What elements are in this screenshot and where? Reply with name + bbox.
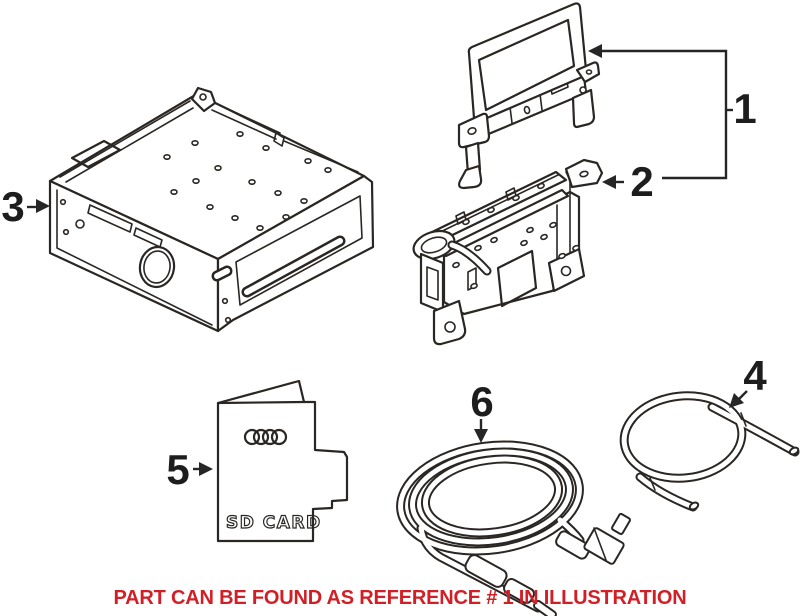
arrow-to-sd-card xyxy=(199,462,213,476)
arrow-to-display xyxy=(588,44,602,58)
looped-cable-drawing xyxy=(619,391,800,512)
audi-rings-icon xyxy=(243,428,288,446)
connector-cable-drawing xyxy=(396,440,631,616)
ref-label-1: 1 xyxy=(733,85,756,132)
ref-label-5: 5 xyxy=(166,446,189,493)
bracket-holes xyxy=(452,182,580,290)
arrow-to-looped-cable xyxy=(729,393,744,408)
display-screen-drawing xyxy=(457,2,601,190)
ref-label-3: 3 xyxy=(1,183,24,230)
mounting-bracket-drawing xyxy=(412,158,604,346)
ref-label-2: 2 xyxy=(630,158,653,205)
ref-label-4: 4 xyxy=(743,352,767,399)
ref-label-6: 6 xyxy=(470,378,493,425)
sd-card-label: SD CARD xyxy=(226,513,322,533)
sd-card-drawing: SD CARD xyxy=(216,379,349,543)
callouts: 1 2 3 4 5 6 xyxy=(1,44,767,493)
reference-caption: PART CAN BE FOUND AS REFERENCE # 1 IN IL… xyxy=(114,587,687,609)
screw-holes xyxy=(163,131,332,232)
arrow-to-bracket xyxy=(602,175,616,189)
receiver-head-unit-drawing xyxy=(48,86,375,333)
arrow-to-receiver xyxy=(36,199,50,213)
arrow-to-connector-cable xyxy=(474,429,488,443)
